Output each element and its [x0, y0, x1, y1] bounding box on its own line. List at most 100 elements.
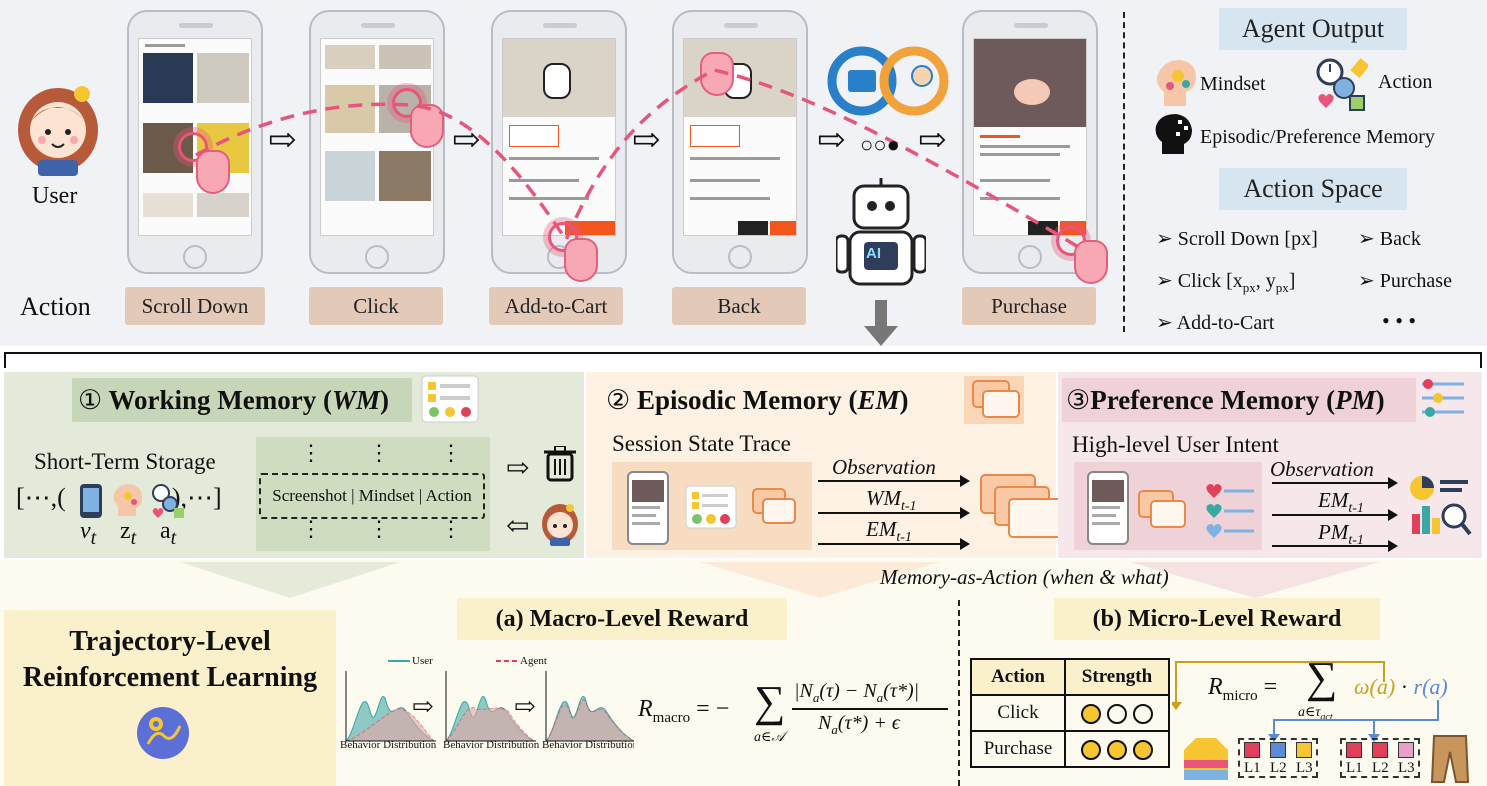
episodic-memory-title: ② Episodic Memory (EM)	[606, 385, 909, 415]
phone-screenshot-3	[491, 10, 627, 274]
section-divider	[1123, 12, 1125, 332]
em-subtitle: Session State Trace	[612, 431, 791, 456]
pointing-hand-icon	[410, 104, 444, 148]
action-label-add-to-cart: Add-to-Cart	[489, 287, 623, 325]
phone-screenshot-4	[672, 10, 808, 274]
level-swatch	[1346, 742, 1362, 758]
agent-logo-icon	[827, 46, 949, 116]
funnel-arrows	[180, 562, 1380, 598]
table-row: Click	[970, 694, 1170, 732]
level-box-group	[1238, 738, 1318, 778]
pm-label-observation: Observation	[1270, 457, 1374, 481]
pm-arrow	[1272, 509, 1398, 521]
wm-row: Screenshot | Mindset | Action	[259, 473, 485, 519]
user-avatar-icon	[542, 504, 578, 546]
wm-queue-box	[256, 437, 490, 551]
var-a-t: at	[160, 518, 177, 549]
screenshot-phone-icon	[80, 484, 102, 518]
pants-icon	[1430, 735, 1470, 783]
micro-formula-rhs: ω(a) · r(a)	[1354, 674, 1448, 699]
strength-dots	[1064, 694, 1170, 732]
dist-label-1: Behavior Distribution	[340, 739, 437, 751]
incoming-arrow-icon: ⇦	[506, 511, 530, 542]
stacked-docs-icon	[982, 390, 1020, 418]
next-arrow-icon: ⇨	[452, 122, 481, 159]
level-swatch	[1244, 742, 1260, 758]
table-header-strength: Strength	[1064, 658, 1170, 696]
level-swatch	[1296, 742, 1312, 758]
legend-user: User	[412, 655, 433, 667]
next-arrow-icon: ⇨	[632, 122, 661, 159]
pm-arrow	[1272, 477, 1398, 489]
ai-robot-icon	[836, 178, 926, 286]
screenshot-phone-icon	[627, 471, 669, 545]
next-arrow-icon: ⇨	[817, 122, 846, 159]
next-arrow-icon: ⇨	[514, 692, 536, 721]
table-row: Purchase	[970, 730, 1170, 768]
pm-label-pm: PMt-1	[1318, 520, 1364, 549]
var-z-t: zt	[120, 518, 137, 549]
level-l3: L3	[1296, 760, 1313, 776]
row-action-purchase: Purchase	[970, 730, 1066, 768]
vdots: ⋮	[368, 516, 390, 541]
action-label-click: Click	[309, 287, 443, 325]
working-memory-title: ① Working Memory (WM)	[72, 378, 412, 422]
ellipsis-icon: ○○●	[860, 132, 900, 157]
tap-indicator	[548, 222, 578, 252]
preference-memory-title: ③Preference Memory (PM)	[1062, 378, 1416, 422]
action-label-back: Back	[672, 287, 806, 325]
macro-denominator: Na(τ*) + ϵ	[818, 712, 900, 737]
level-l2: L2	[1270, 760, 1287, 776]
row-action-click: Click	[970, 694, 1066, 732]
mindset-icon	[113, 484, 142, 516]
reward-divider	[958, 600, 960, 786]
micro-sum-sub: a∈τact	[1298, 705, 1333, 723]
pointing-hand-icon	[1074, 240, 1108, 284]
vdots: ⋮	[300, 440, 322, 465]
vdots: ⋮	[440, 516, 462, 541]
level-swatch	[1270, 742, 1286, 758]
action-row-label: Action	[20, 292, 91, 321]
action-label-scroll-down: Scroll Down	[125, 287, 265, 325]
action-space-item-purchase: ➢ Purchase	[1358, 270, 1452, 292]
screenshot-phone-icon	[1087, 471, 1129, 545]
next-arrow-icon: ⇨	[412, 692, 434, 721]
em-arrow	[818, 538, 970, 550]
checklist-emoji-icon	[685, 485, 737, 529]
em-output-docs-icon	[1008, 498, 1064, 538]
legend-agent: Agent	[520, 655, 547, 667]
macro-formula-lhs: Rmacro = −	[638, 696, 730, 726]
robot-ai-label: AI	[866, 245, 881, 262]
action-space-item-back: ➢ Back	[1358, 228, 1421, 250]
action-space-item-scroll: ➢ Scroll Down [px]	[1156, 228, 1318, 250]
dist-label-3: Behavior Distribution	[542, 739, 634, 751]
behavior-distribution-plots	[344, 660, 634, 742]
sum-symbol: ∑	[754, 677, 786, 726]
macro-sum-sub: a∈𝒜	[754, 730, 785, 745]
route-map-icon	[137, 707, 189, 759]
preference-sliders-icon	[1206, 484, 1254, 538]
analytics-report-icon	[1410, 476, 1472, 536]
memory-tuple: [⋯,(),⋯]	[16, 483, 222, 512]
action-output-icon	[152, 484, 184, 518]
pm-label-em: EMt-1	[1318, 488, 1364, 517]
level-l3: L3	[1398, 760, 1415, 776]
level-swatch	[1372, 742, 1388, 758]
pointing-hand-icon	[196, 150, 230, 194]
next-arrow-icon: ⇨	[918, 122, 947, 159]
em-label-em: EMt-1	[866, 517, 912, 546]
var-v-t: vt	[80, 518, 97, 549]
preference-sliders-icon	[1422, 379, 1464, 417]
user-avatar-icon	[18, 86, 98, 176]
memory-head-icon	[1155, 114, 1192, 154]
vdots: ⋮	[440, 440, 462, 465]
mindset-label: Mindset	[1200, 73, 1266, 95]
agent-output-title: Agent Output	[1219, 8, 1407, 50]
tap-indicator	[178, 132, 208, 162]
pm-arrow	[1272, 540, 1398, 552]
action-label-purchase: Purchase	[962, 287, 1096, 325]
em-arrow	[818, 475, 970, 487]
action-space-item-click: ➢ Click [xpx, ypx]	[1156, 270, 1296, 295]
level-l2: L2	[1372, 760, 1389, 776]
user-label: User	[32, 183, 78, 209]
